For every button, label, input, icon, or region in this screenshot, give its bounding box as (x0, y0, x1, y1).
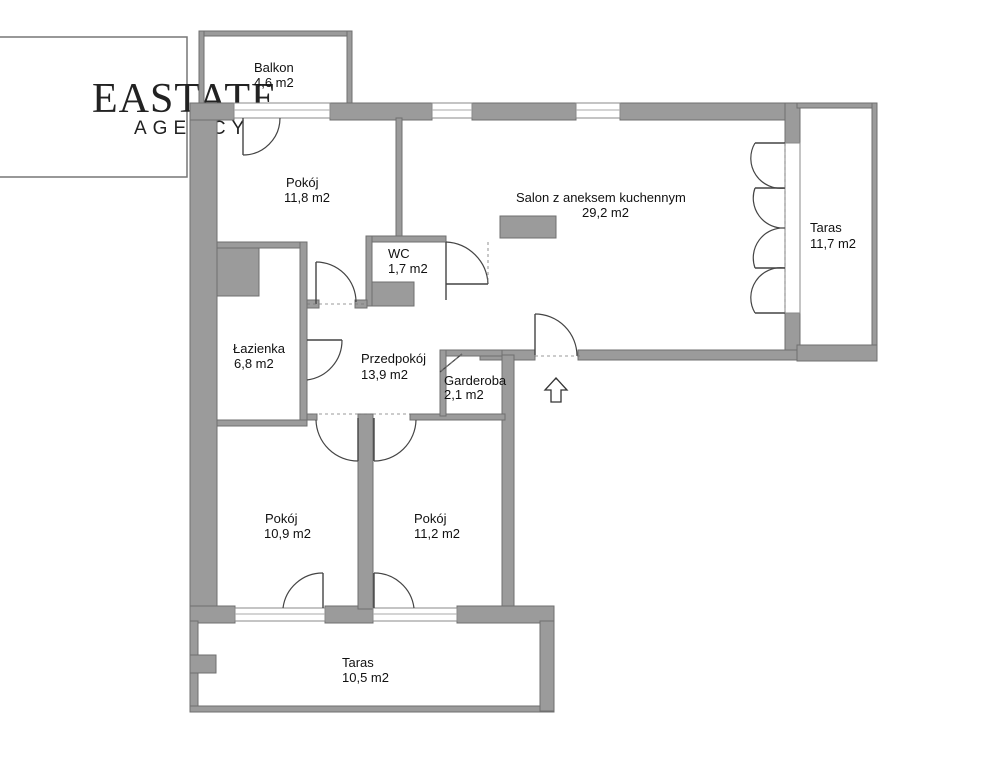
kitchen-island (499, 215, 557, 239)
pokoj-right-area: 11,2 m2 (414, 526, 460, 541)
doors (242, 117, 786, 609)
balkon-area: 4,6 m2 (254, 75, 294, 90)
terrace-bottom-outline (189, 620, 555, 713)
wc-area: 1,7 m2 (388, 261, 428, 276)
lazienka-area: 6,8 m2 (234, 356, 274, 371)
room-labels: Balkon 4,6 m2 Pokój 11,8 m2 Salon z anek… (233, 60, 856, 685)
przedpokoj-name: Przedpokój (361, 351, 426, 366)
garderoba-name: Garderoba (444, 373, 507, 388)
door-swing-lines (307, 143, 786, 415)
salon-name: Salon z aneksem kuchennym (516, 190, 686, 205)
windows (233, 102, 621, 622)
entrance-arrow-icon (543, 377, 569, 403)
exterior-walls (189, 102, 801, 624)
garderoba-area: 2,1 m2 (444, 387, 484, 402)
pokoj-top-name: Pokój (286, 175, 319, 190)
salon-area: 29,2 m2 (582, 205, 629, 220)
pokoj-right-name: Pokój (414, 511, 447, 526)
pokoj-top-area: 11,8 m2 (284, 190, 330, 205)
pokoj-left-name: Pokój (265, 511, 298, 526)
pokoj-left-area: 10,9 m2 (264, 526, 311, 541)
taras-right-area: 11,7 m2 (810, 236, 856, 251)
balkon-name: Balkon (254, 60, 294, 75)
taras-bottom-area: 10,5 m2 (342, 670, 389, 685)
lazienka-name: Łazienka (233, 341, 286, 356)
wc-name: WC (388, 246, 410, 261)
interior-walls (216, 117, 506, 610)
przedpokoj-area: 13,9 m2 (361, 367, 408, 382)
taras-bottom-name: Taras (342, 655, 374, 670)
terrace-right-outline (784, 102, 878, 362)
taras-right-name: Taras (810, 220, 842, 235)
